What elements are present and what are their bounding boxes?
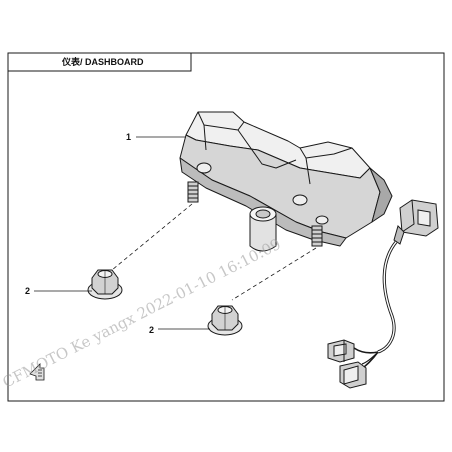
harness-connector-small xyxy=(327,339,355,363)
diagram-frame xyxy=(7,52,445,402)
assembly-line-right xyxy=(231,247,317,301)
watermark-text: CFMOTO Ke yangx 2022-01-10 16:10:09 xyxy=(0,235,284,392)
callout-2b-label: 2 xyxy=(149,325,154,335)
callout-1-label: 1 xyxy=(126,132,131,142)
harness-connector-large xyxy=(339,361,367,389)
stud-right xyxy=(311,225,323,247)
wire-harness xyxy=(353,199,439,371)
page-title: 仪表/ DASHBOARD xyxy=(61,56,144,67)
title-box xyxy=(7,52,192,72)
front-arrow-icon xyxy=(29,363,45,381)
assembly-line-left xyxy=(111,203,193,271)
stud-left xyxy=(187,181,199,203)
flange-nut-right xyxy=(207,305,243,336)
flange-nut-left xyxy=(87,269,123,300)
dashboard-instrument xyxy=(179,111,393,252)
callout-2a-label: 2 xyxy=(25,286,30,296)
